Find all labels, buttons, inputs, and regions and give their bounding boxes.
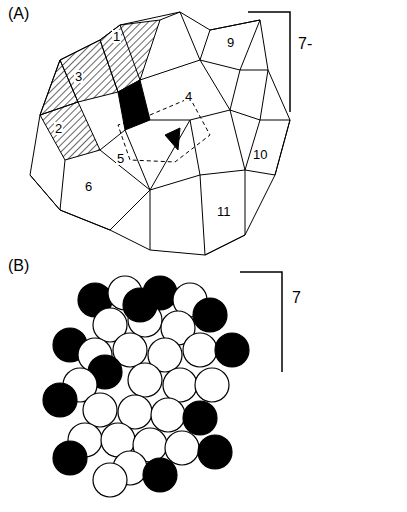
octahedra-cluster [30, 12, 290, 255]
callout-number: 11 [216, 205, 232, 218]
callout-number: 6 [84, 180, 93, 193]
callout-number: 2 [54, 122, 63, 135]
panel-label: (A) [8, 6, 29, 22]
callout-number: 4 [184, 90, 193, 103]
dashed-outline [118, 98, 210, 162]
charge-label: 7- [298, 36, 312, 52]
charge-label: 7 [292, 290, 301, 306]
callout-number: 10 [252, 148, 268, 161]
atom-spheres [43, 276, 249, 497]
panel-label: (B) [8, 258, 29, 274]
callout-number: 3 [74, 70, 83, 83]
callout-number: 5 [116, 152, 125, 165]
callout-number: 1 [112, 30, 121, 43]
callout-number: 9 [226, 36, 235, 49]
